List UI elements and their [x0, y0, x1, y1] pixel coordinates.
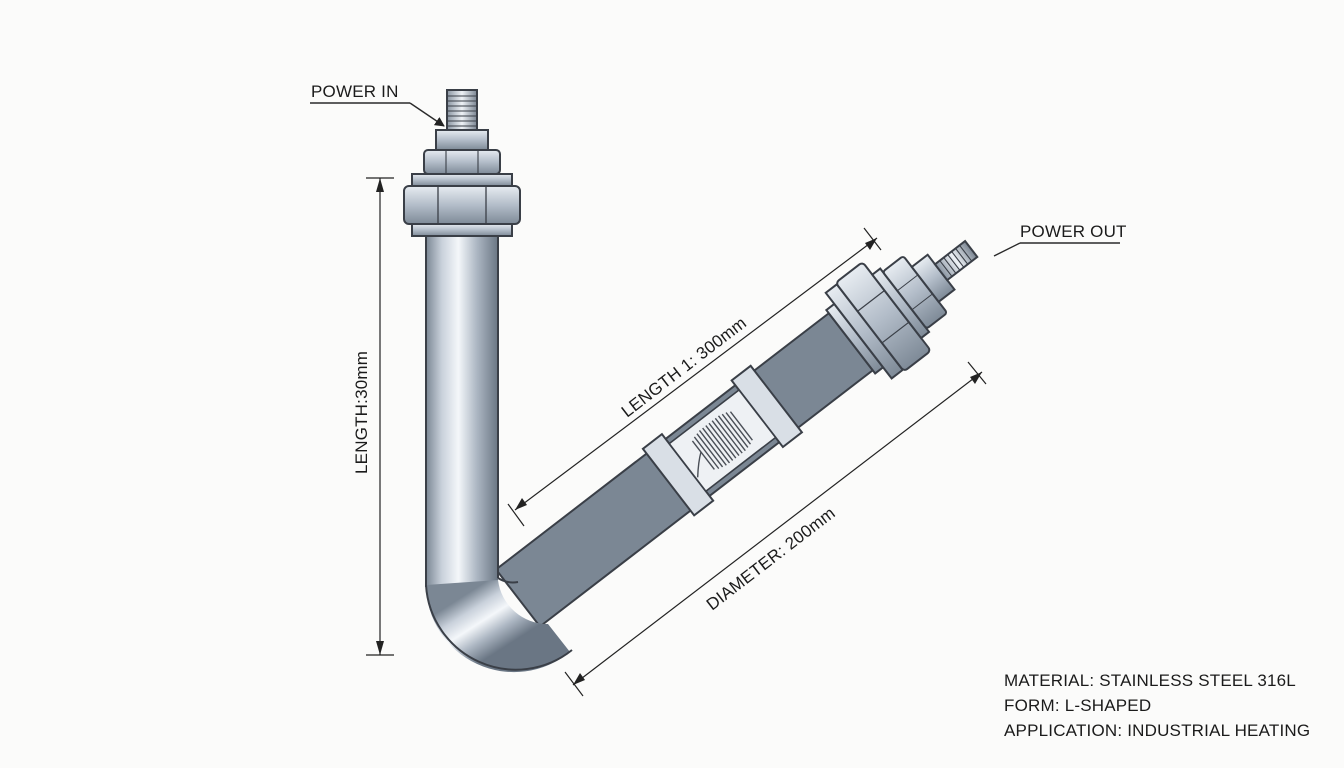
diameter-label: DIAMETER: 200mm [703, 503, 839, 614]
power-out-leader [993, 242, 1120, 257]
length-vertical-label: LENGTH:30mm [352, 351, 371, 474]
application-spec: APPLICATION: INDUSTRIAL HEATING [1004, 721, 1311, 740]
power-in-label: POWER IN [311, 82, 399, 101]
power-out-label: POWER OUT [1020, 222, 1127, 241]
length-1-dimension [507, 227, 882, 527]
element-cutaway [641, 364, 804, 517]
inlet-fitting [403, 89, 521, 237]
outlet-fitting [824, 239, 979, 380]
power-in-leader [310, 102, 445, 127]
diameter-dimension [564, 361, 987, 697]
heating-tube [425, 232, 979, 673]
material-spec: MATERIAL: STAINLESS STEEL 316L [1004, 671, 1296, 690]
resistance-coil [691, 411, 753, 478]
length-vertical-dimension [366, 177, 394, 656]
form-spec: FORM: L-SHAPED [1004, 696, 1152, 715]
